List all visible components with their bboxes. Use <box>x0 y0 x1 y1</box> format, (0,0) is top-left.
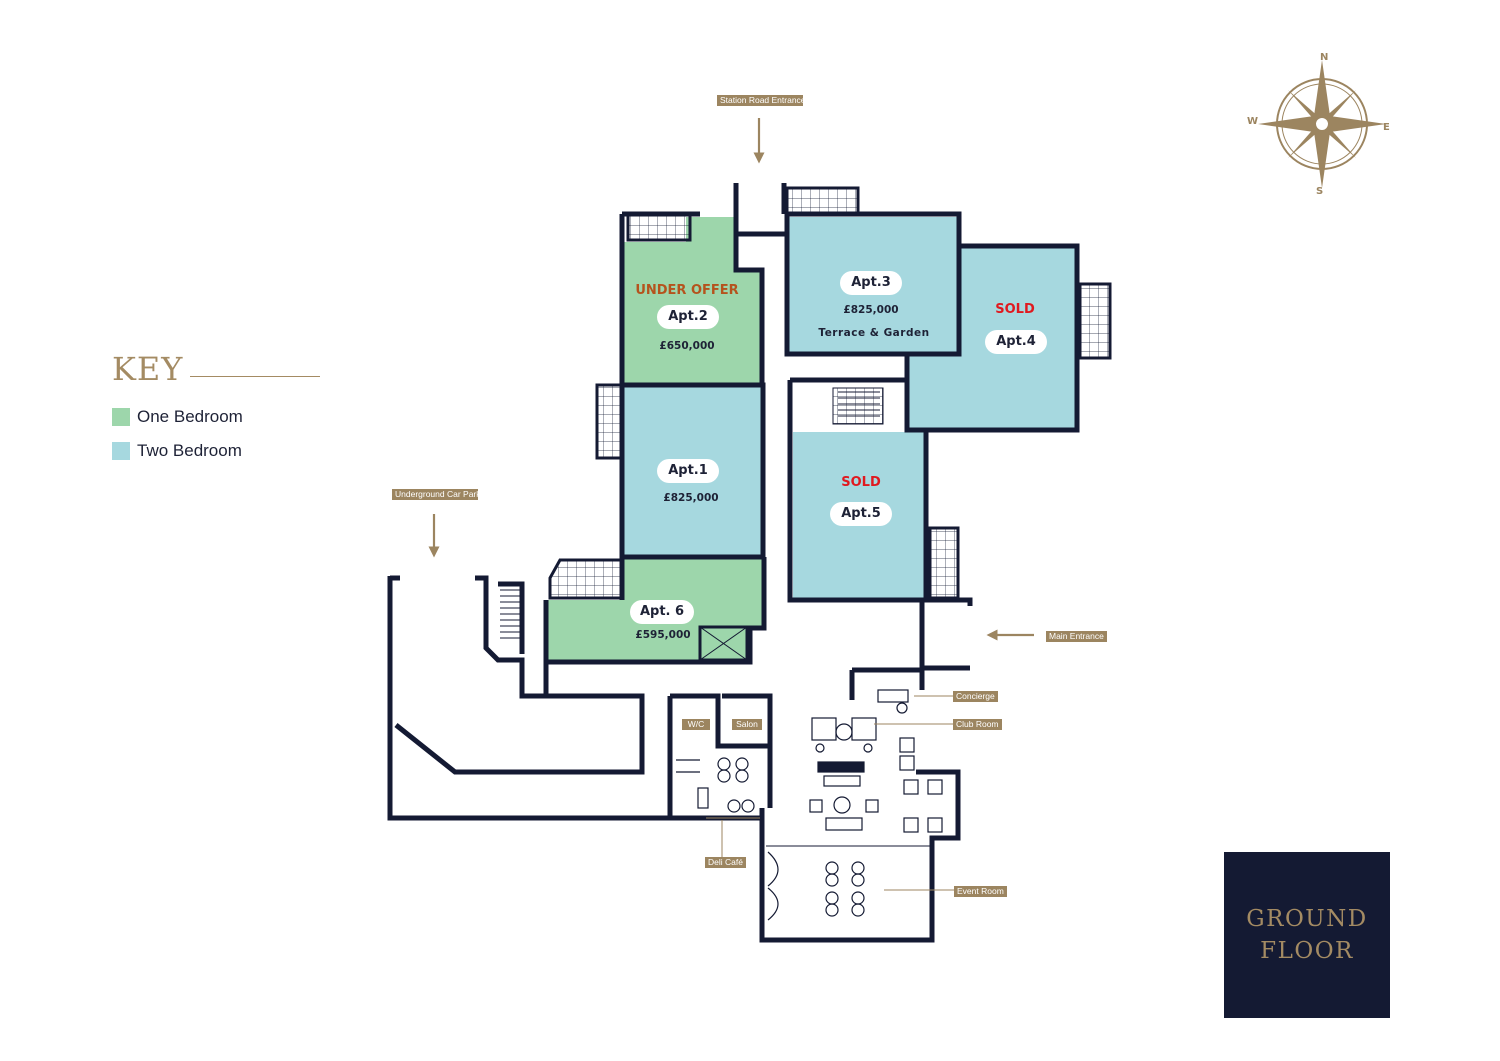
apt5-status: SOLD <box>841 475 881 490</box>
floor-badge: GROUND FLOOR <box>1224 852 1390 1018</box>
underground-car-park-label: Underground Car Park <box>392 489 478 500</box>
apt5-label[interactable]: Apt.5 <box>830 502 892 526</box>
deli-cafe-label: Deli Café <box>705 857 746 868</box>
event-room-label: Event Room <box>954 886 1007 897</box>
apt1-label[interactable]: Apt.1 <box>657 459 719 483</box>
compass-rose-icon <box>1258 60 1386 188</box>
compass-s-label: S <box>1316 186 1324 197</box>
apt6-price: £595,000 <box>635 629 691 641</box>
wc-label: W/C <box>682 719 710 730</box>
apt1-price: £825,000 <box>663 492 719 504</box>
compass-e-label: E <box>1383 122 1390 133</box>
key-title: KEY <box>112 350 184 388</box>
apt2-status: UNDER OFFER <box>635 283 739 298</box>
salon-label: Salon <box>732 719 762 730</box>
apt3-note: Terrace & Garden <box>818 327 930 339</box>
legend-label: One Bedroom <box>137 407 243 426</box>
apt4-status: SOLD <box>995 302 1035 317</box>
key-divider <box>190 376 320 377</box>
main-entrance-label: Main Entrance <box>1046 631 1107 642</box>
club-room-label: Club Room <box>953 719 1002 730</box>
legend-two-bedroom: Two Bedroom <box>112 441 242 461</box>
floor-line2: FLOOR <box>1260 938 1354 964</box>
compass-n-label: N <box>1320 52 1329 63</box>
apt3-label[interactable]: Apt.3 <box>840 271 902 295</box>
floor-line1: GROUND <box>1246 906 1368 932</box>
legend-one-bedroom: One Bedroom <box>112 407 243 427</box>
one-bedroom-swatch <box>112 408 130 426</box>
station-road-entrance-label: Station Road Entrance <box>717 95 803 106</box>
apt2-label[interactable]: Apt.2 <box>657 305 719 329</box>
legend-label: Two Bedroom <box>137 441 242 460</box>
apt6-label[interactable]: Apt. 6 <box>630 600 694 624</box>
apt2-price: £650,000 <box>659 340 715 352</box>
apt3-price: £825,000 <box>843 304 899 316</box>
compass-w-label: W <box>1247 116 1259 127</box>
apt4-label[interactable]: Apt.4 <box>985 330 1047 354</box>
furniture <box>676 689 943 921</box>
two-bedroom-swatch <box>112 442 130 460</box>
concierge-label: Concierge <box>953 691 998 702</box>
